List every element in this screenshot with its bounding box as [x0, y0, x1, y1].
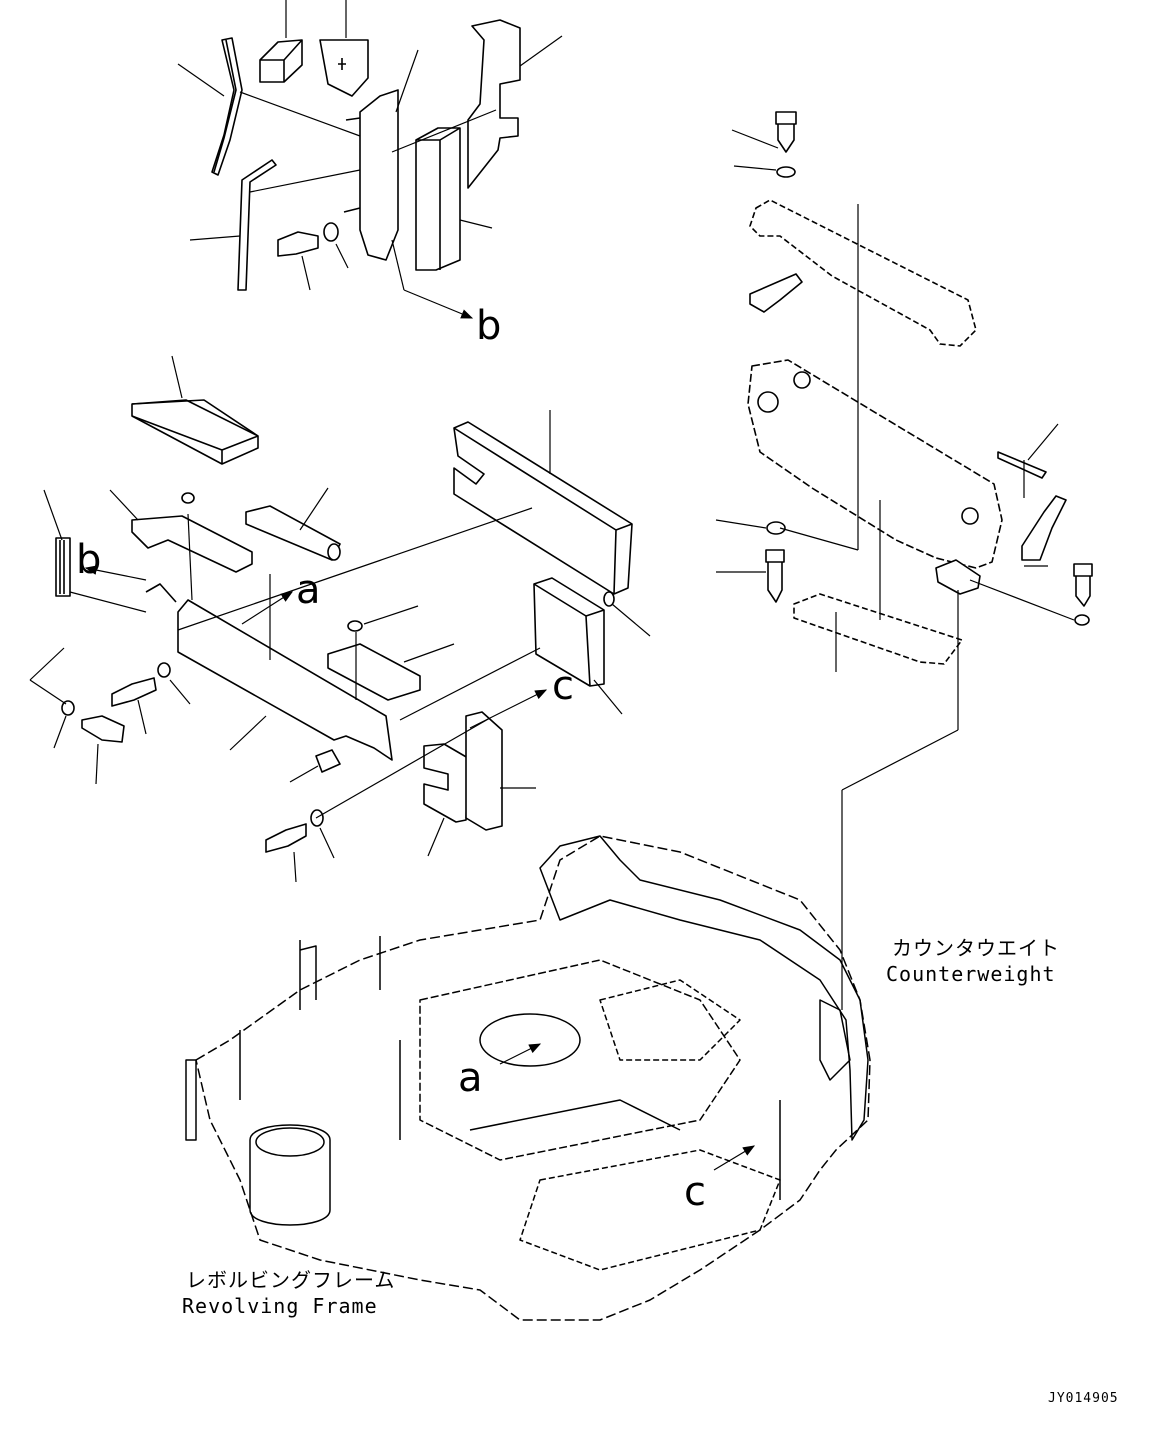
revolving-frame: [185, 835, 871, 1321]
clip-strip: [55, 537, 71, 597]
washer-mid: [181, 492, 195, 504]
rubber-strip-right: [997, 451, 1047, 479]
reference-letter-a-upper: a: [296, 567, 321, 613]
washer-right-side: [1074, 614, 1090, 626]
drawing-code: JY014905: [1048, 1391, 1119, 1406]
washer-right-mid: [766, 521, 786, 535]
top-cover-group: [177, 0, 563, 319]
bolt-right-top: [777, 121, 795, 153]
bracket-plate: [359, 89, 399, 261]
reference-letter-b-top: b: [476, 303, 502, 349]
counterweight-bracket-group: [715, 111, 1093, 1010]
bolt-top: [277, 231, 319, 257]
side-bracket-right: [1021, 495, 1067, 561]
counterweight-label-jp: カウンタウエイト: [892, 936, 1060, 960]
step-pad: [131, 515, 253, 573]
seal-strip-L: [237, 159, 277, 291]
reference-letter-c-frame: c: [684, 1169, 706, 1215]
side-block-lower: [465, 711, 503, 831]
revolving-frame-label-jp: レボルビングフレーム: [186, 1268, 396, 1292]
washer-right-top: [776, 166, 796, 178]
washer-top: [323, 222, 339, 242]
bolt-bottom: [265, 823, 307, 853]
pad-small-lower: [327, 643, 421, 701]
bolt-left-2: [81, 715, 125, 743]
block-right: [935, 559, 981, 595]
washer-left-1: [157, 662, 171, 678]
main-cover-plate: [177, 599, 393, 761]
reference-letter-c-upper: c: [552, 663, 574, 709]
pad-right-bottom: [793, 593, 963, 665]
bolt-right-vertical: [767, 559, 783, 603]
washer-left-2: [61, 700, 75, 716]
middle-cover-group: [29, 355, 651, 883]
revolving-frame-label-en: Revolving Frame: [182, 1294, 378, 1318]
washer-square: [603, 591, 615, 607]
counterweight-shell: [539, 835, 869, 1141]
counterweight-label-en: Counterweight: [886, 962, 1056, 986]
square-pad: [533, 577, 605, 687]
frame-ring: [249, 1124, 331, 1226]
bolt-left-1: [111, 677, 157, 707]
foam-roll: [245, 505, 341, 561]
washer-lower: [347, 620, 363, 632]
reference-letter-b-left: b: [76, 537, 102, 583]
top-pad: [131, 399, 259, 465]
long-insulation-panel: [453, 421, 633, 595]
pad-upper-right: [749, 273, 803, 313]
insulation-block-tall: [415, 127, 461, 271]
bracket-lower: [423, 743, 469, 823]
bolt-right-side: [1075, 573, 1091, 607]
reference-letter-a-frame: a: [458, 1055, 483, 1101]
frame-outline: [195, 835, 871, 1321]
seal-strip-curved: [211, 37, 243, 176]
seal-small-lower: [315, 749, 341, 773]
main-counterweight-bracket: [747, 359, 1003, 569]
side-plate-notched: [467, 19, 521, 189]
upper-bracket: [749, 199, 977, 347]
pad-block-2: [319, 39, 369, 97]
frame-center-opening: [479, 1013, 581, 1067]
